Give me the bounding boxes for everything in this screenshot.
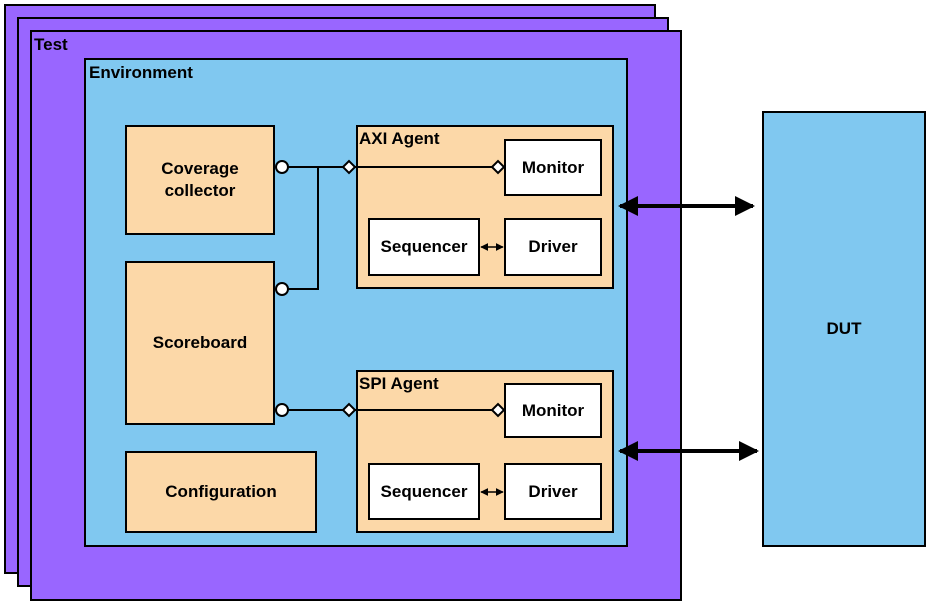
test-label: Test (34, 35, 68, 54)
axi-monitor-label: Monitor (521, 157, 585, 177)
spi-driver-box: Driver (504, 463, 602, 520)
scoreboard-spi-export-circle (275, 403, 289, 417)
axi-agent-port-diamond (341, 159, 357, 175)
scoreboard-box: Scoreboard (125, 261, 275, 425)
spi-sequencer-label: Sequencer (380, 481, 468, 501)
spi-driver-label: Driver (528, 481, 578, 501)
axi-sequencer-label: Sequencer (380, 237, 468, 256)
coverage-export-circle (275, 160, 289, 174)
configuration-box: Configuration (125, 451, 317, 533)
spi-monitor-box: Monitor (504, 383, 602, 438)
spi-agent-label: SPI Agent (359, 374, 439, 393)
coverage-collector-label: Coverage collector (161, 159, 239, 200)
axi-driver-box: Driver (504, 218, 602, 276)
spi-sequencer-box: Sequencer (368, 463, 480, 520)
spi-monitor-label: Monitor (521, 400, 585, 420)
scoreboard-label: Scoreboard (152, 333, 248, 352)
axi-driver-label: Driver (528, 237, 578, 256)
axi-agent-label: AXI Agent (359, 129, 440, 148)
spi-agent-port-diamond (341, 402, 357, 418)
axi-sequencer-box: Sequencer (368, 218, 480, 276)
dut-label: DUT (826, 319, 862, 338)
spi-monitor-port-diamond (490, 402, 506, 418)
configuration-label: Configuration (165, 482, 277, 501)
coverage-collector-box: Coverage collector (125, 125, 275, 235)
axi-monitor-box: Monitor (504, 139, 602, 196)
scoreboard-to-axi-wire (288, 167, 319, 290)
environment-label: Environment (89, 63, 193, 82)
axi-monitor-port-diamond (490, 159, 506, 175)
dut-box: DUT (762, 111, 926, 547)
scoreboard-axi-export-circle (275, 282, 289, 296)
